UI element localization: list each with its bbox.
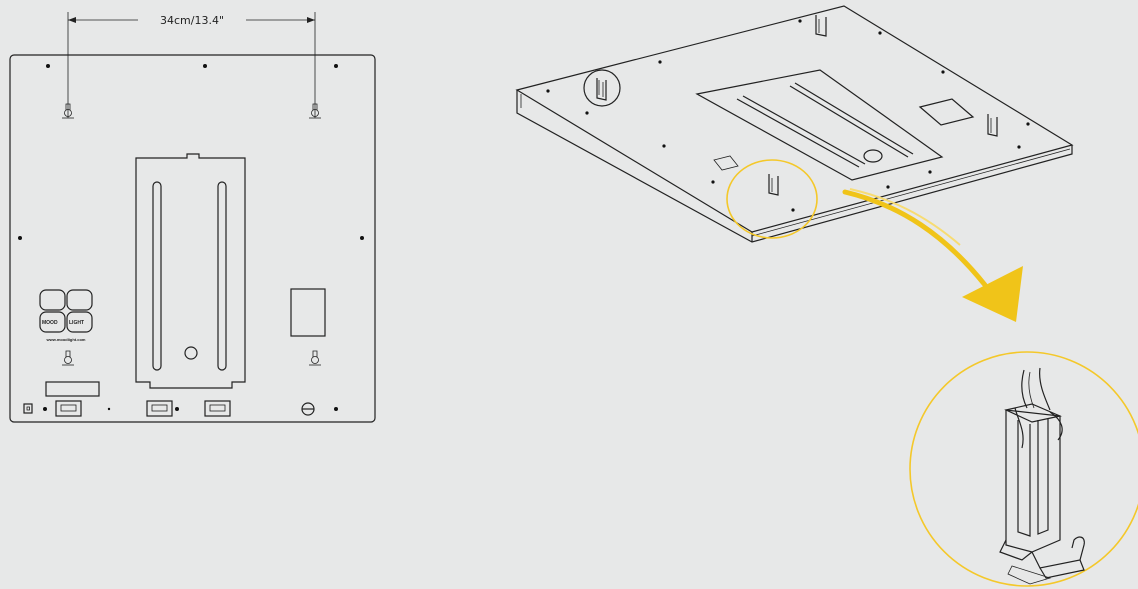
- panel-top-face: [515, 5, 1074, 233]
- iso-logo: [713, 155, 739, 171]
- back-view: 34cm/13.4": [9, 12, 376, 423]
- switch: [204, 400, 231, 417]
- keyhole-hook-icon: [62, 103, 74, 119]
- switch: [146, 400, 173, 417]
- screw-dot: [203, 64, 207, 68]
- screw-dot: [334, 407, 338, 411]
- keyhole-hook-icon: [309, 103, 321, 119]
- plate-slot: [152, 181, 162, 371]
- isometric-view: [515, 5, 1074, 243]
- led-dot: [107, 407, 111, 411]
- clip-icon: [815, 15, 827, 37]
- screw-dot: [46, 64, 50, 68]
- screw-dot: [334, 64, 338, 68]
- iso-plate-hole: [863, 149, 883, 163]
- panel-outline: [9, 54, 376, 423]
- bottom-bar: [45, 381, 100, 397]
- keyhole-hook-icon: [62, 350, 74, 366]
- curved-arrow-icon: [842, 188, 1023, 322]
- plate-slot: [217, 181, 227, 371]
- screw-dot: [360, 236, 364, 240]
- clip-detail: [909, 351, 1138, 587]
- highlight-circle: [726, 159, 818, 239]
- logo-block: MOOD LIGHT www.moodlight.com: [39, 289, 93, 342]
- dimension-label: 34cm/13.4": [160, 14, 224, 27]
- screw-dot: [43, 407, 47, 411]
- screw-dot: [18, 236, 22, 240]
- dimension-arrow-left: [68, 17, 76, 23]
- logo-url: www.moodlight.com: [46, 337, 86, 342]
- clip-icon: [987, 114, 998, 137]
- dimension-indicator: 34cm/13.4": [67, 12, 316, 118]
- iso-label-square: [918, 98, 975, 126]
- screw-dot: [175, 407, 179, 411]
- clip-icon: [596, 78, 607, 101]
- plate-hole: [184, 346, 198, 360]
- clip-icon: [768, 174, 779, 196]
- center-plate: [135, 153, 246, 389]
- keyhole-hook-icon: [309, 350, 321, 366]
- dimension-arrow-right: [307, 17, 315, 23]
- clip-detail-icon: [999, 403, 1085, 585]
- highlight-circle-small: [583, 69, 621, 107]
- logo-word-left: MOOD: [42, 320, 58, 326]
- switch: [55, 400, 82, 417]
- iso-plate: [695, 69, 944, 181]
- logo-word-right: LIGHT: [69, 320, 84, 326]
- power-jack: [23, 403, 33, 414]
- detail-circle: [909, 351, 1138, 587]
- label-square: [290, 288, 326, 337]
- knob-icon: [301, 402, 315, 416]
